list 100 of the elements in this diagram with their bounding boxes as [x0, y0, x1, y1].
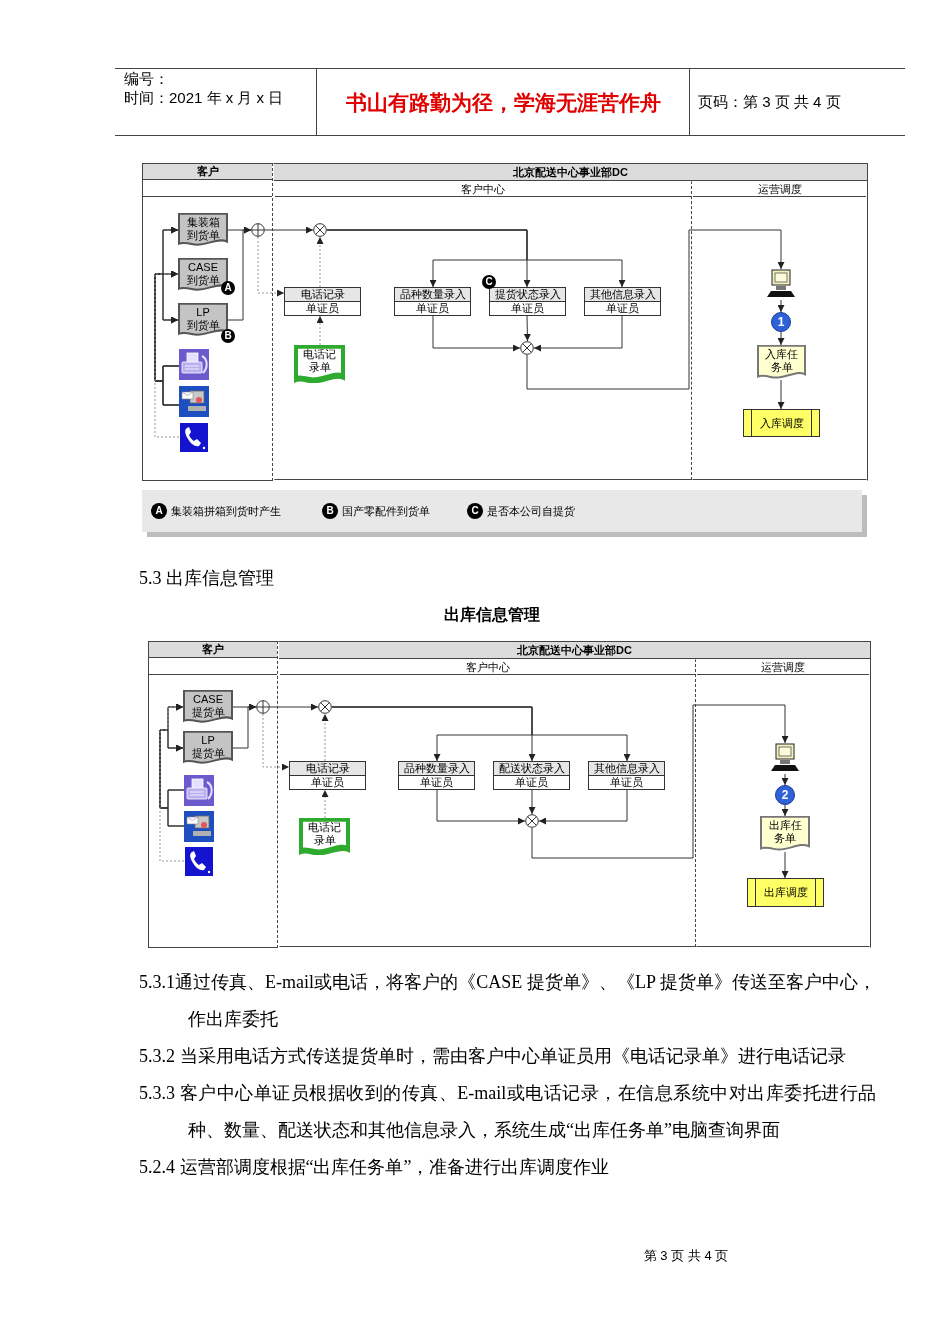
task-header: 电话记录 — [290, 762, 365, 776]
body-paragraph: 5.2.4 运营部调度根据“出库任务单”，准备进行出库调度作业 — [139, 1156, 611, 1179]
arrow — [781, 851, 789, 879]
dashed-arrow — [154, 270, 180, 438]
arrow — [533, 315, 623, 352]
arrow — [326, 229, 626, 288]
swimlane — [279, 659, 696, 947]
role-label: 单证员 — [510, 302, 545, 315]
task-box — [584, 287, 661, 316]
role-label: 单证员 — [305, 302, 340, 315]
dashed-arrow — [316, 236, 324, 288]
callout-badge: C — [482, 275, 496, 289]
swimlane — [274, 181, 692, 480]
arrow — [523, 315, 531, 342]
subprocess-box: 入库调度 — [743, 409, 820, 437]
document-shape: 入库任务单 — [757, 345, 806, 380]
role-label: 单证员 — [415, 302, 450, 315]
phone-icon — [184, 846, 214, 877]
document-shape: CASE 提货单 — [183, 690, 233, 724]
task-header: 提货状态录入 — [490, 288, 565, 302]
arrow — [777, 331, 785, 346]
email-icon — [184, 811, 214, 842]
body-paragraph: 5.3.1通过传真、E-mail或电话，将客户的《CASE 提货单》、《LP 提货单》传送至客户中心，作出库委托 — [139, 971, 876, 1031]
arrow — [436, 789, 526, 825]
arrow — [264, 226, 314, 234]
swimlane — [692, 181, 867, 480]
callout-badge: A — [221, 281, 235, 295]
arrow — [531, 704, 789, 859]
section-heading: 5.3 出库信息管理 — [139, 567, 274, 590]
step-number: 1 — [771, 312, 791, 332]
task-header: 电话记录 — [285, 288, 360, 302]
page-footer: 第 3 页 共 4 页 — [586, 1247, 786, 1265]
arrow — [777, 299, 785, 313]
task-box — [394, 287, 471, 316]
document-shape: LP 提货单 — [183, 731, 233, 765]
dashed-arrow — [257, 236, 285, 297]
task-box — [493, 761, 570, 790]
body-paragraph: 5.3.2 当采用电话方式传送提货单时，需由客户中心单证员用《电话记录单》进行电话记录 — [139, 1045, 847, 1068]
role-label: 单证员 — [609, 776, 644, 789]
phone-icon — [179, 422, 209, 453]
computer-icon — [770, 743, 800, 774]
task-header: 其他信息录入 — [589, 762, 664, 776]
task-box — [489, 287, 566, 316]
motto-text: 书山有路勤为径，学海无涯苦作舟 — [344, 90, 662, 116]
gateway-symbol — [318, 700, 332, 714]
legend-text: 集装箱拼箱到货时产生 — [171, 504, 281, 519]
lane-header: 客户 — [143, 164, 272, 180]
document-shape: 集装箱到货单 — [178, 213, 228, 247]
arrow — [232, 703, 257, 749]
task-box — [284, 287, 361, 316]
fax-icon — [179, 349, 209, 380]
legend-badge: B — [322, 503, 338, 519]
task-box — [588, 761, 665, 790]
swimlane — [696, 659, 870, 947]
gateway-symbol — [251, 223, 265, 237]
email-icon — [179, 386, 209, 417]
legend-badge: C — [467, 503, 483, 519]
gateway-symbol — [525, 814, 539, 828]
pool — [278, 641, 871, 948]
legend-badge: A — [151, 503, 167, 519]
body-paragraph: 5.3.3 客户中心单证员根据收到的传真、E-mail或电话记录，在信息系统中对出库委托进行品种、数量、配送状态和其他信息录入，系统生成“出库任务单”电脑查询界面 — [139, 1082, 876, 1142]
figure-title: 出库信息管理 — [443, 605, 541, 625]
dashed-arrow — [159, 703, 185, 862]
fax-icon — [184, 775, 214, 806]
arrow — [526, 229, 785, 390]
gateway-symbol — [256, 700, 270, 714]
role-label: 单证员 — [514, 776, 549, 789]
pool-header: 北京配送中心事业部DC — [274, 164, 867, 181]
role-label: 单证员 — [419, 776, 454, 789]
page-info: 页码：第 3 页 共 4 页 — [698, 93, 841, 111]
lane-header: 客户中心 — [280, 660, 695, 675]
legend-text: 是否本公司自提货 — [487, 504, 575, 519]
pool-header: 北京配送中心事业部DC — [279, 642, 870, 659]
step-number: 2 — [775, 785, 795, 805]
arrow — [227, 226, 252, 321]
role-label: 单证员 — [605, 302, 640, 315]
dashed-arrow — [321, 713, 329, 762]
task-header: 品种数量录入 — [395, 288, 470, 302]
task-header: 其他信息录入 — [585, 288, 660, 302]
arrow — [432, 315, 521, 352]
lane-header: 客户中心 — [275, 182, 691, 197]
arrow — [781, 773, 789, 786]
arrow — [269, 703, 319, 711]
lane-header: 运营调度 — [697, 660, 869, 675]
header-field: 时间：2021 年 x 月 x 日 — [124, 89, 284, 107]
pool — [273, 163, 868, 481]
swimlane — [142, 163, 273, 481]
legend-text: 国产零配件到货单 — [342, 504, 430, 519]
lane-header: 客户 — [149, 642, 277, 658]
task-box — [398, 761, 475, 790]
task-header: 品种数量录入 — [399, 762, 474, 776]
record-document: 电话记录单 — [299, 818, 350, 855]
arrow — [159, 729, 185, 827]
callout-badge: B — [221, 329, 235, 343]
arrow — [528, 789, 536, 815]
gateway-symbol — [520, 341, 534, 355]
task-box — [289, 761, 366, 790]
header-field: 编号： — [124, 70, 169, 88]
gateway-symbol — [313, 223, 327, 237]
arrow — [538, 789, 628, 825]
